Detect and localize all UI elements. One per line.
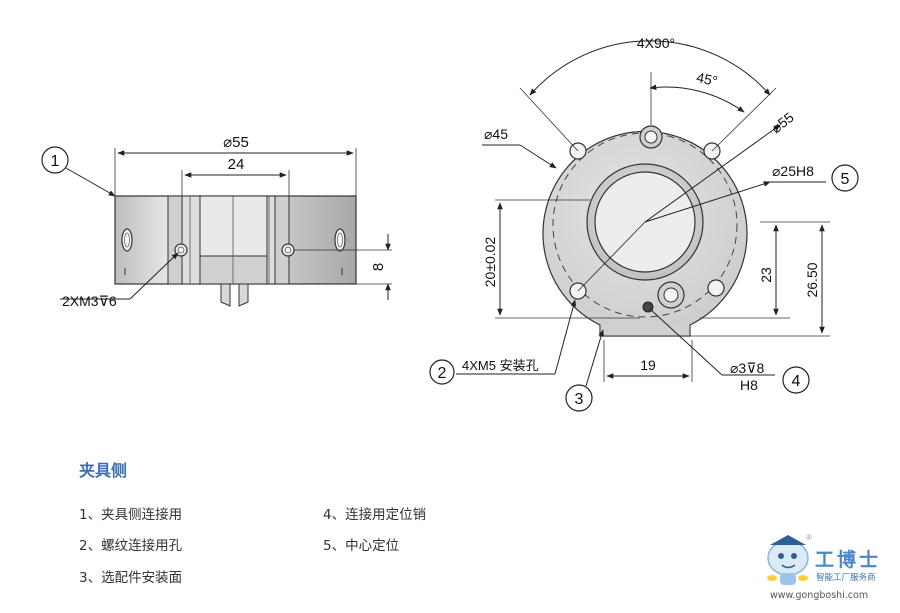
callout-balloon-5 xyxy=(831,164,859,192)
callout-balloon-3 xyxy=(565,384,593,412)
dim-26-50: 26.50 xyxy=(804,262,820,297)
legend-title: 夹具侧 xyxy=(79,461,128,480)
callout-number-3: 3 xyxy=(575,391,584,408)
side-hole-right xyxy=(334,228,346,252)
angle-arc-45 xyxy=(649,84,745,113)
legend-item-1: 1、夹具侧连接用 xyxy=(79,507,183,523)
side-thread-hole-right xyxy=(281,243,295,257)
dim-offset: 20±0.02 xyxy=(482,237,498,288)
dim-23: 23 xyxy=(758,267,774,283)
side-hole-left xyxy=(121,228,133,252)
pin-label: ⌀3⊽8 xyxy=(730,360,764,376)
angle-arc-pattern xyxy=(529,40,771,96)
side-pin-left xyxy=(220,283,231,307)
dim-outer-diameter: ⌀55 xyxy=(768,109,797,137)
mount-label: 4XM5 安装孔 xyxy=(462,358,539,373)
callout-balloon-1 xyxy=(41,146,69,174)
pin-tolerance: H8 xyxy=(740,377,758,393)
dim-hole-height: 8 xyxy=(370,263,387,271)
dim-19: 19 xyxy=(640,357,656,373)
callout-balloon-2 xyxy=(429,359,455,385)
logo-registered-mark: ® xyxy=(806,533,812,542)
callout-number-2: 2 xyxy=(438,365,447,382)
front-view: 4X90° 45° ⌀45 ⌀55 ⌀25H8 20±0.02 23 26.50 xyxy=(429,35,859,412)
legend-item-5: 5、中心定位 xyxy=(323,538,400,554)
legend-item-4: 4、连接用定位销 xyxy=(323,507,427,523)
dim-pcd: ⌀45 xyxy=(484,126,508,142)
callout-number-5: 5 xyxy=(841,171,850,188)
side-pin-right xyxy=(238,283,249,307)
dim-bore: ⌀25H8 xyxy=(772,163,814,179)
dim-angle-45: 45° xyxy=(695,69,719,89)
logo-name: 工博士 xyxy=(815,549,882,571)
thread-label: 2XM3⊽6 xyxy=(62,293,117,309)
callout-number-4: 4 xyxy=(792,373,801,390)
legend-item-2: 2、螺纹连接用孔 xyxy=(79,538,183,554)
side-view: ⌀55 24 8 2XM3⊽6 1 xyxy=(41,134,392,309)
legend-item-3: 3、选配件安装面 xyxy=(79,570,183,586)
callout-balloon-4 xyxy=(782,366,810,394)
dim-overall-diameter: ⌀55 xyxy=(223,134,249,151)
logo-url: www.gongboshi.com xyxy=(770,590,869,601)
dim-angle-pattern: 4X90° xyxy=(637,35,675,51)
dim-slot-width: 24 xyxy=(228,156,245,173)
logo-mascot xyxy=(767,535,809,585)
logo-tagline: 智能工厂服务商 xyxy=(816,573,876,583)
callout-number-1: 1 xyxy=(51,153,60,170)
